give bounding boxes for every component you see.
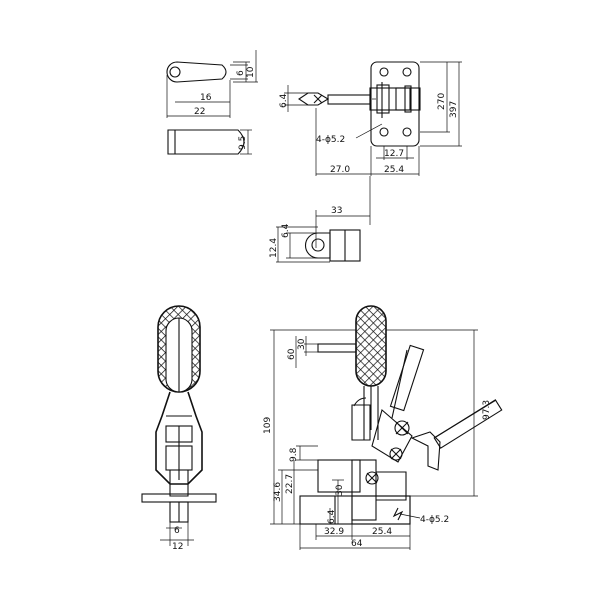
label-mount-holes-top: 4-ϕ5.2 [316,135,345,145]
clamp-side-view: 6 12 [141,305,217,552]
dim-height-30-low: 30 [335,484,345,496]
dim-height-34-6: 34.6 [273,482,283,502]
dim-arm-height: 6.4 [279,93,289,108]
clamp-plan-view: 6.4 270 397 4-ϕ5.2 12.7 27.0 25.4 [279,61,462,176]
pad-profile-view: 9.5 [167,129,252,155]
dim-hook-length-inner: 16 [200,93,212,103]
dim-hook-height: 10 [246,66,256,78]
dim-reach: 27.0 [330,165,350,175]
dim-hook-width: 6 [236,70,246,76]
dim-pad-width: 9.5 [238,136,248,150]
dim-height-22-7: 22.7 [285,474,295,494]
label-mount-holes-bottom: 4-ϕ5.2 [420,515,449,525]
dim-base-25-4: 25.4 [372,527,392,537]
dim-height-97-3: 97.3 [482,400,492,420]
dim-height-60: 60 [287,348,297,360]
spindle-detail-view: 33 6.4 12.4 [269,176,371,263]
dim-base-32-9: 32.9 [324,527,344,537]
dim-spindle-offset: 33 [331,206,342,216]
dim-height-30-top: 30 [297,338,307,350]
dim-spindle-dia: 6.4 [281,223,291,238]
dim-side-width-12: 12 [172,542,183,552]
dim-base-64: 64 [351,539,363,549]
dim-hook-length-total: 22 [194,107,205,117]
clamp-front-view: 60 30 4-ϕ5.2 109 [263,305,503,550]
dim-base-height-inner: 270 [437,93,447,110]
dim-spindle-height: 12.4 [269,238,279,258]
dim-base-height-total: 397 [449,101,459,118]
dim-height-6-4: 6.4 [327,509,337,524]
dim-hole-spacing: 12.7 [384,149,404,159]
arm-tip-plan-view: 6 10 16 22 [166,50,258,118]
dim-height-total: 109 [263,417,273,434]
dim-side-width-6: 6 [174,526,180,536]
handle-grip-front [355,305,387,387]
dim-height-9-8: 9.8 [289,447,299,462]
dim-base-width: 25.4 [384,165,404,175]
